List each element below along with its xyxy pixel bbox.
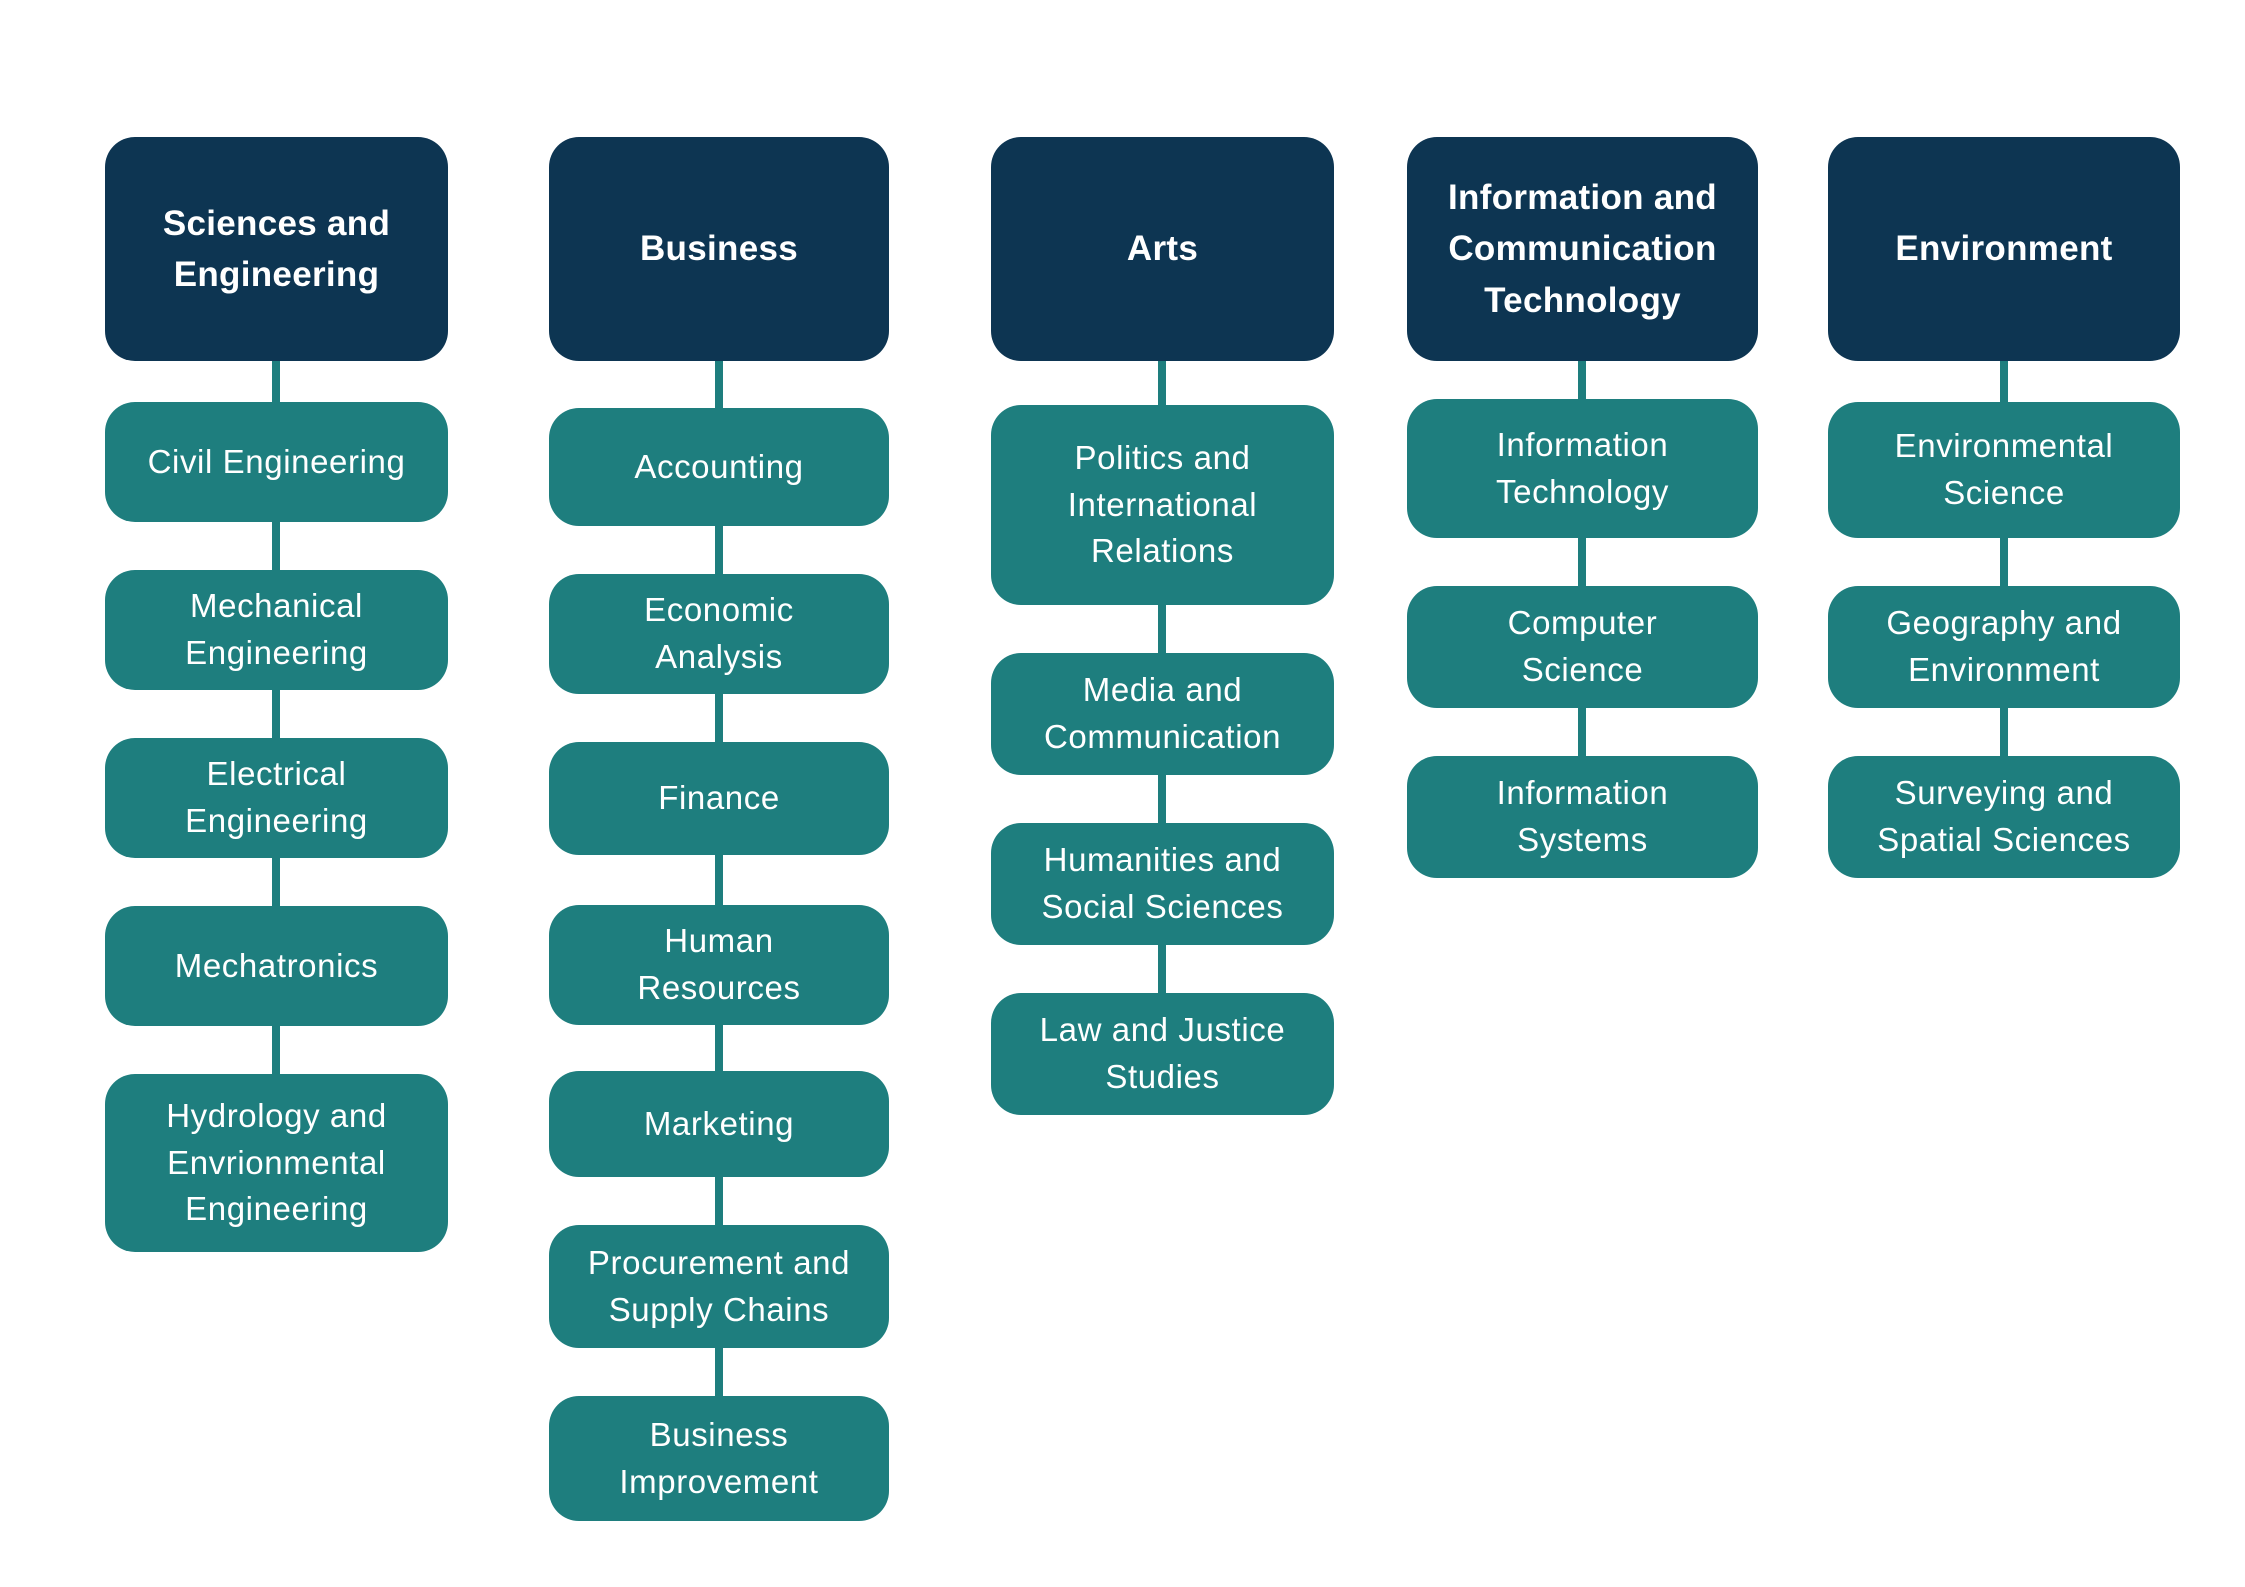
category-business: Business <box>549 137 889 361</box>
discipline-information-technology: Information Technology <box>1407 399 1758 538</box>
discipline-politics-and-international-relations: Politics and International Relations <box>991 405 1334 605</box>
discipline-geography-and-environment: Geography and Environment <box>1828 586 2180 708</box>
discipline-label: Humanities and Social Sciences <box>1041 841 1284 925</box>
discipline-environmental-science: Environmental Science <box>1828 402 2180 538</box>
connector-line <box>2000 350 2008 776</box>
discipline-surveying-and-spatial-sciences: Surveying and Spatial Sciences <box>1828 756 2180 878</box>
discipline-label: Media and Communication <box>1043 671 1282 755</box>
discipline-label: Environmental Science <box>1894 427 2114 511</box>
discipline-computer-science: Computer Science <box>1407 586 1758 708</box>
discipline-label: Business Improvement <box>619 1415 819 1500</box>
discipline-label: Law and Justice Studies <box>1039 1011 1286 1095</box>
discipline-mechatronics: Mechatronics <box>105 906 448 1026</box>
discipline-accounting: Accounting <box>549 408 889 526</box>
connector-line <box>272 350 280 1084</box>
discipline-humanities-and-social-sciences: Humanities and Social Sciences <box>991 823 1334 945</box>
category-label: Information and Communication Technology <box>1448 178 1717 320</box>
discipline-label: Human Resources <box>637 922 801 1006</box>
category-label: Environment <box>1895 229 2113 269</box>
category-label: Arts <box>1126 229 1199 269</box>
category-information-and-communication-technology: Information and Communication Technology <box>1407 137 1758 361</box>
discipline-finance: Finance <box>549 742 889 855</box>
discipline-label: Computer Science <box>1507 604 1658 688</box>
category-arts: Arts <box>991 137 1334 361</box>
discipline-marketing: Marketing <box>549 1071 889 1177</box>
discipline-label: Surveying and Spatial Sciences <box>1877 774 2131 858</box>
category-sciences-and-engineering: Sciences and Engineering <box>105 137 448 361</box>
discipline-electrical-engineering: Electrical Engineering <box>105 738 448 858</box>
discipline-label: Hydrology and Envrionmental Engineering <box>166 1096 387 1228</box>
connector-line <box>1578 350 1586 776</box>
discipline-label: Marketing <box>643 1104 795 1142</box>
discipline-civil-engineering: Civil Engineering <box>105 402 448 522</box>
discipline-human-resources: Human Resources <box>549 905 889 1025</box>
discipline-procurement-and-supply-chains: Procurement and Supply Chains <box>549 1225 889 1348</box>
category-label: Sciences and Engineering <box>162 203 391 294</box>
discipline-information-systems: Information Systems <box>1407 756 1758 878</box>
discipline-label: Economic Analysis <box>644 591 794 675</box>
category-environment: Environment <box>1828 137 2180 361</box>
discipline-mechanical-engineering: Mechanical Engineering <box>105 570 448 690</box>
discipline-label: Politics and International Relations <box>1067 438 1258 570</box>
discipline-business-improvement: Business Improvement <box>549 1396 889 1521</box>
discipline-economic-analysis: Economic Analysis <box>549 574 889 694</box>
discipline-label: Mechanical Engineering <box>185 587 368 671</box>
discipline-label: Mechatronics <box>174 946 379 984</box>
discipline-label: Geography and Environment <box>1886 604 2122 688</box>
category-label: Business <box>639 229 799 269</box>
discipline-label: Electrical Engineering <box>185 755 368 839</box>
connector-line <box>715 350 723 1406</box>
discipline-label: Information Technology <box>1496 425 1669 510</box>
discipline-label: Information Systems <box>1496 774 1669 858</box>
discipline-hydrology-and-envrionmental-engineering: Hydrology and Envrionmental Engineering <box>105 1074 448 1252</box>
discipline-media-and-communication: Media and Communication <box>991 653 1334 775</box>
discipline-label: Civil Engineering <box>147 442 406 480</box>
discipline-label: Procurement and Supply Chains <box>587 1243 851 1328</box>
discipline-label: Accounting <box>634 447 804 485</box>
discipline-law-and-justice-studies: Law and Justice Studies <box>991 993 1334 1115</box>
discipline-label: Finance <box>658 779 780 817</box>
